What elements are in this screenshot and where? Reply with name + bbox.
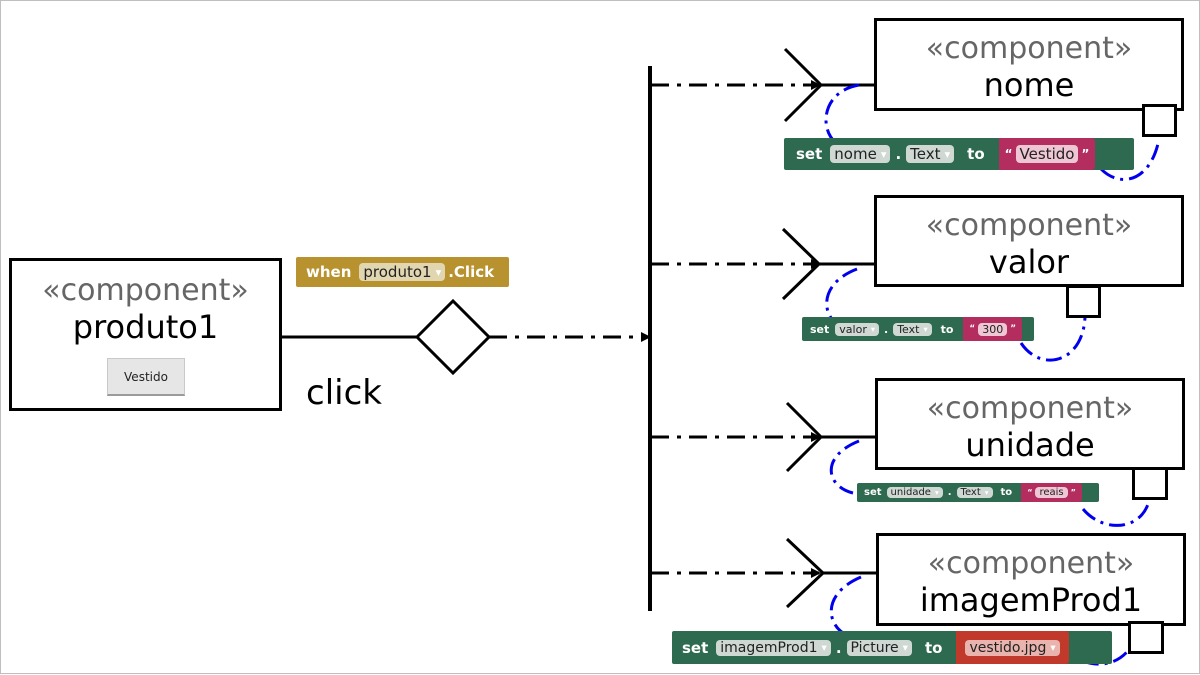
property-dropdown[interactable]: Text▾ (906, 145, 955, 163)
property-dropdown[interactable]: Picture▾ (846, 639, 912, 656)
port-imagemProd1 (1128, 621, 1164, 654)
component-imagemProd1: «component» imagemProd1 (876, 533, 1186, 626)
to-keyword: to (924, 638, 943, 657)
chevron-down-icon: ▾ (902, 641, 908, 654)
chevron-down-icon: ▾ (870, 324, 875, 334)
text-value[interactable]: Vestido (1015, 145, 1079, 163)
component-stereotype: «component» (925, 208, 1133, 243)
event-label: click (306, 373, 382, 413)
set-valor-text-block[interactable]: set valor▾ . Text▾ to “ 300 ” (802, 317, 1034, 341)
port-nome (1142, 104, 1177, 137)
port-unidade (1132, 467, 1168, 500)
component-unidade: «component» unidade (875, 378, 1185, 470)
set-keyword: set (810, 322, 830, 336)
source-stereotype: «component» (42, 273, 249, 308)
component-name: nome (983, 66, 1075, 104)
set-keyword: set (682, 638, 709, 657)
asset-literal: vestido.jpg▾ (956, 631, 1069, 664)
asset-dropdown[interactable]: vestido.jpg▾ (965, 639, 1060, 656)
chevron-down-icon: ▾ (1050, 641, 1056, 654)
text-literal: “ Vestido ” (998, 138, 1096, 170)
source-name: produto1 (72, 308, 219, 346)
component-stereotype: «component» (925, 31, 1133, 66)
set-imagemProd1-picture-block[interactable]: set imagemProd1▾ . Picture▾ to vestido.j… (672, 631, 1112, 664)
set-keyword: set (796, 145, 823, 163)
component-name: imagemProd1 (919, 581, 1143, 619)
component-stereotype: «component» (926, 391, 1134, 426)
component-valor: «component» valor (874, 195, 1184, 287)
component-dropdown[interactable]: valor▾ (835, 322, 879, 336)
chevron-down-icon: ▾ (435, 265, 442, 279)
when-component-dropdown[interactable]: produto1▾ (359, 263, 446, 281)
text-literal: “ 300 ” (963, 317, 1023, 341)
component-stereotype: «component» (927, 546, 1135, 581)
link-curve-unidade (829, 439, 1151, 527)
to-keyword: to (967, 145, 985, 163)
set-unidade-text-block[interactable]: set unidade▾ . Text▾ to “ reais ” (857, 483, 1099, 502)
component-dropdown[interactable]: imagemProd1▾ (716, 639, 831, 656)
chevron-down-icon: ▾ (923, 324, 928, 334)
set-keyword: set (864, 487, 882, 498)
set-nome-text-block[interactable]: set nome▾ . Text▾ to “ Vestido ” (784, 138, 1134, 170)
property-dropdown[interactable]: Text▾ (893, 322, 932, 336)
chevron-down-icon: ▾ (944, 147, 951, 161)
source-component: «component» produto1 (9, 258, 282, 411)
component-dropdown[interactable]: unidade▾ (886, 487, 943, 498)
to-keyword: to (940, 322, 954, 336)
chevron-down-icon: ▾ (880, 147, 887, 161)
chevron-down-icon: ▾ (821, 641, 827, 654)
component-name: valor (988, 243, 1070, 281)
text-literal: “ reais ” (1021, 483, 1082, 502)
chevron-down-icon: ▾ (934, 488, 939, 497)
component-dropdown[interactable]: nome▾ (830, 145, 891, 163)
when-event-name: .Click (448, 263, 495, 281)
text-value[interactable]: reais (1035, 487, 1068, 498)
when-keyword: when (306, 263, 352, 281)
to-keyword: to (1000, 487, 1013, 498)
port-valor (1066, 285, 1101, 318)
property-dropdown[interactable]: Text▾ (956, 487, 993, 498)
text-value[interactable]: 300 (978, 322, 1008, 336)
vestido-button-preview[interactable]: Vestido (107, 358, 185, 396)
when-click-block[interactable]: when produto1▾ .Click (296, 257, 509, 287)
decision-diamond (414, 298, 492, 376)
component-name: unidade (965, 426, 1095, 464)
chevron-down-icon: ▾ (984, 488, 989, 497)
component-nome: «component» nome (874, 18, 1184, 111)
